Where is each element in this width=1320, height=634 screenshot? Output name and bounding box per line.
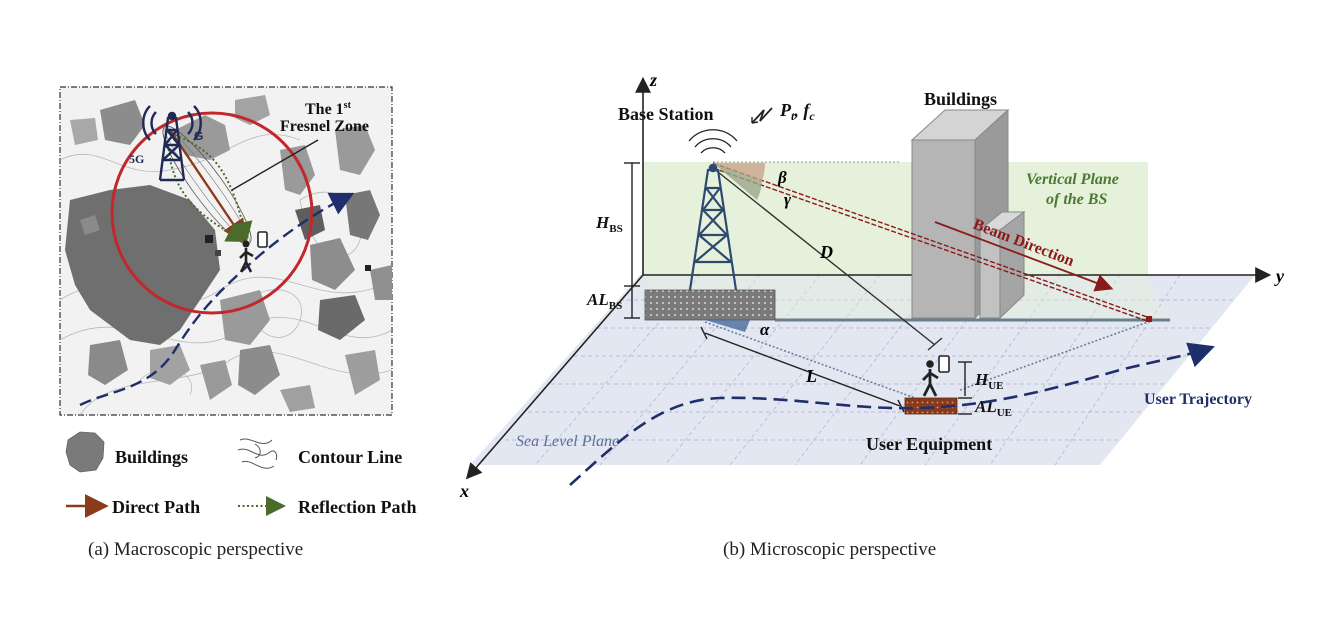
user-trajectory-path — [569, 342, 1215, 486]
legend-direct-label: Direct Path — [112, 497, 200, 517]
vertical-plane-label-1: Vertical Plane — [1026, 171, 1119, 188]
caption-b: (b) Microscopic perspective — [723, 539, 936, 560]
al-bs-label: ALBS — [586, 290, 622, 312]
map-user-trajectory — [79, 192, 355, 407]
distance-d-label: D — [819, 242, 833, 262]
user-equipment-label: User Equipment — [866, 434, 992, 454]
axis-x-label: x — [459, 481, 469, 501]
bs-signal-icon — [688, 129, 738, 154]
panel-b: z y x Buildings Beam Direction β γ — [459, 70, 1285, 560]
legend-buildings-swatch — [65, 431, 105, 473]
bs-tower-icon — [688, 163, 738, 291]
h-bs-label: HBS — [595, 213, 623, 235]
map-tower-icon — [142, 105, 202, 182]
ue-person-icon — [922, 355, 950, 397]
distance-l-label: L — [805, 366, 817, 386]
beam-direction-arrow — [934, 221, 1114, 292]
buildings-label: Buildings — [924, 89, 997, 109]
map-tower-badge-right: G — [194, 129, 203, 143]
panel-a: 5G G The 1st Fresnel Zone Buildings Con — [59, 86, 416, 560]
alpha-wedge — [705, 320, 750, 332]
fresnel-label-1: The 1st — [305, 100, 352, 118]
fresnel-circle — [110, 111, 314, 315]
map-user-icon — [239, 231, 268, 273]
sea-level-plane — [470, 275, 1255, 465]
gamma-wedge — [713, 163, 762, 200]
beam-target — [1146, 316, 1152, 322]
beta-label: β — [777, 168, 787, 187]
base-station-label: Base Station — [618, 104, 714, 124]
lightning-icon — [751, 107, 773, 124]
beam-line-2 — [712, 167, 1151, 323]
fresnel-label-2: Fresnel Zone — [280, 118, 369, 135]
axis-z-label: z — [649, 70, 657, 90]
beta-wedge — [713, 163, 766, 181]
map-reflection-path-2 — [167, 139, 247, 242]
legend-contour-label: Contour Line — [298, 447, 402, 467]
legend-buildings-label: Buildings — [115, 447, 188, 467]
fresnel-label-line — [231, 139, 319, 191]
map-tower-badge-left: 5G — [129, 152, 144, 166]
vertical-plane — [643, 162, 1148, 275]
distance-l-line — [704, 332, 901, 407]
legend-contour-swatch — [237, 438, 278, 469]
caption-a: (a) Macroscopic perspective — [88, 539, 303, 560]
axis-x-line — [465, 274, 644, 480]
h-bs-dimension — [624, 162, 640, 319]
h-ue-label: HUE — [974, 370, 1004, 392]
legend-reflection-label: Reflection Path — [298, 497, 416, 517]
axis-y-label: y — [1274, 266, 1285, 286]
sea-level-label: Sea Level Plane — [516, 433, 619, 450]
legend: Buildings Contour Line Direct Path Refle… — [65, 431, 416, 518]
ground-ue-dotted — [704, 321, 916, 399]
power-frequency-label: Pt, fc — [779, 100, 815, 123]
map-reflection-path-1 — [174, 134, 253, 242]
beam-line-1 — [712, 162, 1151, 319]
ue-altitude-block — [904, 397, 958, 415]
vertical-plane-label-2: of the BS — [1046, 191, 1107, 208]
distance-d-line — [712, 167, 936, 346]
user-trajectory-label: User Trajectory — [1144, 391, 1252, 408]
buildings-3d — [910, 108, 1026, 320]
alpha-label: α — [760, 320, 770, 339]
map-direct-path — [169, 129, 247, 244]
bs-altitude-block — [644, 289, 776, 321]
h-ue-dimension — [958, 361, 972, 415]
gamma-label: γ — [784, 190, 792, 209]
ue-target-dotted — [959, 321, 1149, 391]
